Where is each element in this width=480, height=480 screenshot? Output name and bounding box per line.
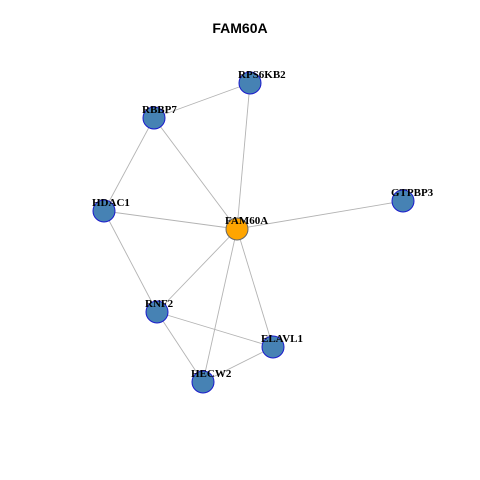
node-fam60a[interactable] [225,217,249,241]
node-label-hecw2: HECW2 [191,368,232,380]
edge-rbbp7-hdac1 [103,117,155,212]
graph-title: FAM60A [212,20,268,36]
node-label-rbbp7: RBBP7 [142,104,177,116]
edge-rbbp7-fam60a [153,117,238,230]
edge-rnf2-elavl1 [156,311,274,348]
node-label-gtpbp3: GTPBP3 [391,187,434,199]
edge-rps6kb2-fam60a [236,82,251,230]
node-rbbp7[interactable] [142,106,166,130]
node-rnf2[interactable] [145,300,169,324]
node-hecw2[interactable] [191,370,215,394]
node-label-fam60a: FAM60A [225,215,268,227]
edge-rnf2-hecw2 [156,311,204,383]
node-rps6kb2[interactable] [238,71,262,95]
edge-hdac1-fam60a [103,210,238,230]
edge-fam60a-rnf2 [156,228,238,313]
node-label-rnf2: RNF2 [145,298,174,310]
edge-rbbp7-rps6kb2 [153,82,251,119]
node-gtpbp3[interactable] [391,189,415,213]
edges-layer [103,82,404,383]
node-label-hdac1: HDAC1 [92,197,130,209]
edge-fam60a-hecw2 [202,228,238,383]
node-label-elavl1: ELAVL1 [261,333,303,345]
node-hdac1[interactable] [92,199,116,223]
node-label-rps6kb2: RPS6KB2 [238,69,286,81]
edge-fam60a-gtpbp3 [236,200,404,230]
edge-hecw2-elavl1 [202,346,274,383]
edge-hdac1-rnf2 [103,210,158,313]
node-elavl1[interactable] [261,335,285,359]
edge-fam60a-elavl1 [236,228,274,348]
